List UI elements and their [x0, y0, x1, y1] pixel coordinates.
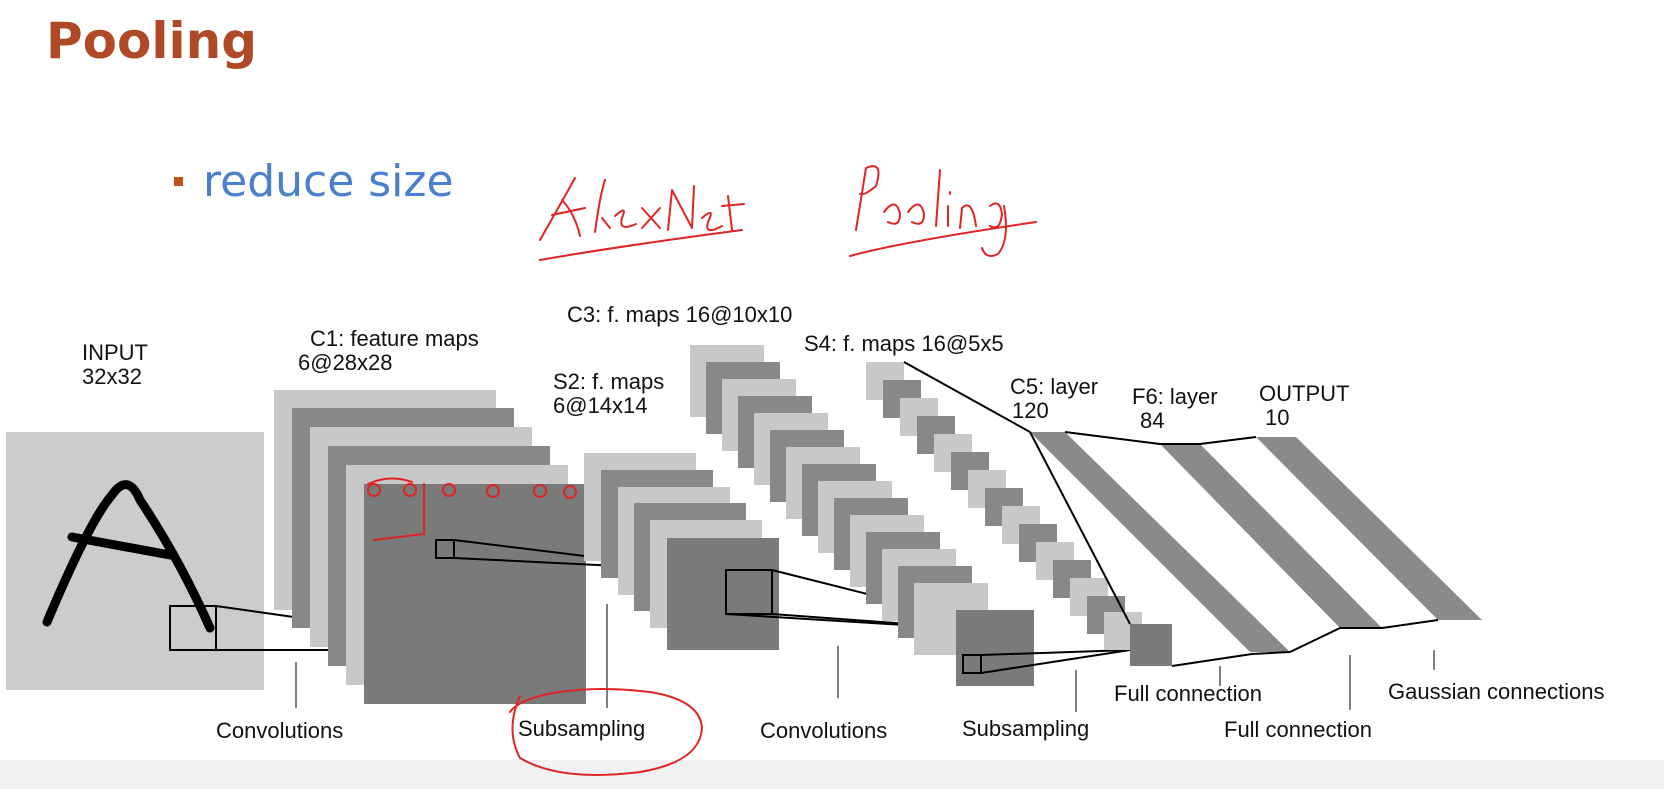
input-label: INPUT	[82, 340, 148, 365]
bullet-text: reduce size	[203, 156, 454, 207]
receptive-field-s2	[725, 569, 773, 615]
c5-layer	[1030, 432, 1290, 652]
s2-label: S2: f. maps	[553, 369, 664, 394]
handwritten-pooling	[849, 165, 1037, 257]
op-full-connection-1: Full connection	[1114, 681, 1262, 706]
output-size-label: 10	[1265, 405, 1289, 430]
op-convolutions-2: Convolutions	[760, 718, 887, 743]
full-connection-lines	[903, 361, 1439, 667]
input-size-label: 32x32	[82, 364, 142, 389]
bullet-square-icon	[174, 177, 183, 186]
s2-feature-maps	[584, 453, 779, 650]
c1-label: C1: feature maps	[310, 326, 479, 351]
op-convolutions-1: Convolutions	[216, 718, 343, 743]
s4-label: S4: f. maps 16@5x5	[804, 331, 1004, 356]
input-image	[6, 432, 264, 690]
op-full-connection-2: Full connection	[1224, 717, 1372, 742]
projection-lines-4	[980, 649, 1131, 674]
letter-a-glyph	[42, 480, 215, 633]
c1-size-label: 6@28x28	[298, 350, 393, 375]
c5-size-label: 120	[1012, 398, 1049, 423]
output-label: OUTPUT	[1259, 381, 1349, 406]
f6-layer	[1160, 444, 1382, 628]
bullet-item: reduce size	[174, 156, 454, 207]
s2-size-label: 6@14x14	[553, 393, 648, 418]
bottom-bar	[0, 760, 1664, 789]
receptive-field-c1	[435, 539, 455, 559]
c5-label: C5: layer	[1010, 374, 1098, 399]
slide-title: Pooling	[46, 12, 258, 70]
handwritten-alexnet	[539, 177, 745, 261]
c3-feature-maps	[690, 345, 1034, 686]
operation-ticks	[295, 604, 1435, 712]
c1-feature-maps	[274, 390, 586, 704]
output-layer	[1256, 437, 1482, 620]
f6-label: F6: layer	[1132, 384, 1218, 409]
receptive-field-c3	[962, 654, 982, 674]
c3-label: C3: f. maps 16@10x10	[567, 302, 792, 327]
handwritten-subsampling-circle	[509, 688, 703, 776]
op-gaussian-connections: Gaussian connections	[1388, 679, 1604, 704]
s4-feature-maps	[866, 362, 1172, 666]
receptive-field-input	[169, 605, 217, 651]
handwritten-pooling-circles	[367, 477, 577, 541]
op-subsampling-2: Subsampling	[962, 716, 1089, 741]
op-subsampling-1: Subsampling	[518, 716, 645, 741]
f6-size-label: 84	[1140, 408, 1164, 433]
